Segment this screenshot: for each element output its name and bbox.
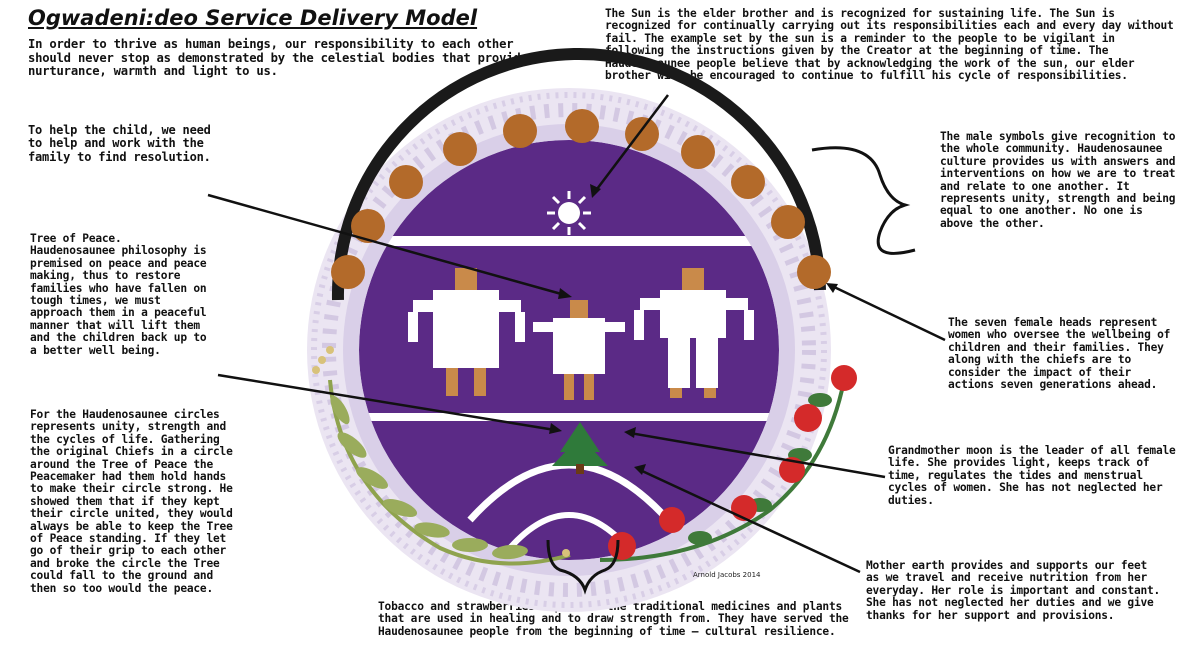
strawberry-icon bbox=[608, 532, 636, 560]
female-head-icon bbox=[797, 255, 831, 289]
tree-pointer bbox=[217, 373, 556, 432]
artist-credit: Arnold Jacobs 2014 bbox=[693, 571, 761, 579]
tree-icon bbox=[552, 422, 608, 474]
child-pointer bbox=[207, 193, 566, 297]
female-head-icon bbox=[351, 209, 385, 243]
female-heads-arc bbox=[331, 47, 831, 301]
female-head-icon bbox=[389, 165, 423, 199]
strawberry-icon bbox=[779, 457, 805, 483]
strawberry-vine bbox=[599, 365, 857, 562]
sun-pointer bbox=[593, 94, 669, 194]
earth-pointer bbox=[639, 468, 861, 574]
female-head-icon bbox=[443, 132, 477, 166]
female-head-icon bbox=[771, 205, 805, 239]
brace-icon bbox=[546, 539, 620, 595]
diagram-title: Ogwadeni:deo Service Delivery Model bbox=[28, 6, 478, 30]
child-annotation: To help the child, we need to help and w… bbox=[28, 123, 211, 164]
female-head-icon bbox=[731, 165, 765, 199]
strawberry-icon bbox=[659, 507, 685, 533]
female-head-icon bbox=[503, 114, 537, 148]
female-head-icon bbox=[331, 255, 365, 289]
moon-annotation: Grandmother moon is the leader of all fe… bbox=[888, 444, 1176, 507]
female-head-icon bbox=[681, 135, 715, 169]
bottom-band bbox=[359, 413, 779, 421]
tree-of-peace-annotation: Tree of Peace. Haudenosaunee philosophy … bbox=[30, 232, 207, 357]
brace-icon bbox=[811, 146, 916, 255]
strawberry-icon bbox=[831, 365, 857, 391]
figure-woman bbox=[408, 268, 525, 396]
strawberry-icon bbox=[794, 404, 822, 432]
sun-icon bbox=[547, 191, 591, 235]
female-heads-pointer bbox=[831, 284, 946, 342]
earth-annotation: Mother earth provides and supports our f… bbox=[866, 559, 1161, 622]
female-heads-annotation: The seven female heads represent women w… bbox=[948, 316, 1171, 392]
male-symbols-annotation: The male symbols give recognition to the… bbox=[940, 130, 1176, 230]
moon-pointer bbox=[629, 431, 886, 479]
intro-text: In order to thrive as human beings, our … bbox=[28, 37, 528, 79]
female-head-icon bbox=[565, 109, 599, 143]
pointer-arrows bbox=[207, 94, 946, 574]
figure-child bbox=[533, 300, 625, 400]
circles-annotation: For the Haudenosaunee circles represents… bbox=[30, 408, 233, 595]
sun-annotation: The Sun is the elder brother and is reco… bbox=[605, 7, 1174, 83]
figure-man bbox=[634, 268, 754, 398]
tobacco-annotation: Tobacco and strawberries represent the t… bbox=[378, 600, 849, 638]
arrow-heads bbox=[549, 184, 838, 475]
top-band bbox=[359, 236, 779, 246]
tobacco-icon bbox=[312, 346, 571, 566]
